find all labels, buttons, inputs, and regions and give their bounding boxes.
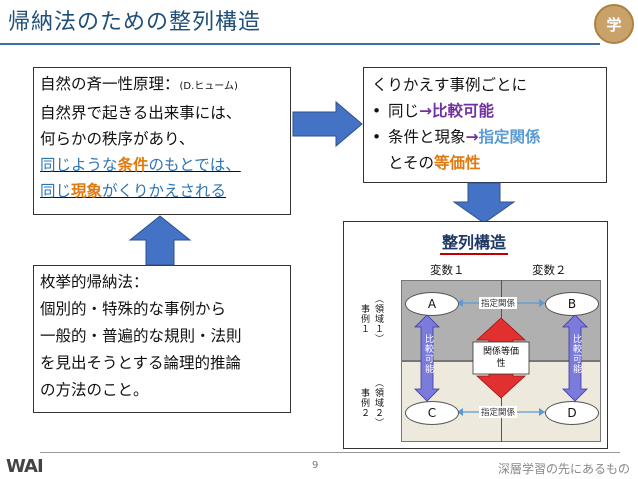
- footer-logo: WAI: [6, 456, 44, 477]
- up-arrow: [128, 215, 192, 266]
- induction-line-4: を見出そうとする論理的推論: [40, 354, 242, 372]
- structure-grid: A B C D 指定関係 指定関係 比較可能 比較可能 関係等価性: [401, 280, 601, 442]
- principle-line-3: 何らかの秩序があり、: [40, 130, 195, 148]
- induction-heading: 枚挙的帰納法：: [40, 273, 149, 291]
- variable-1-label: 変数１: [430, 263, 465, 277]
- enumerative-induction-box: 枚挙的帰納法： 個別的・特殊的な事例から 一般的・普遍的な規則・法則 を見出そう…: [33, 265, 291, 413]
- down-arrow: [452, 182, 516, 224]
- node-b: B: [545, 292, 599, 316]
- title-underline: [0, 43, 600, 45]
- principle-line-4: 同じような条件のもとでは、: [40, 156, 241, 174]
- hume-citation: (D.ヒューム): [179, 81, 238, 92]
- alignment-structure-box: 整列構造 変数１ 変数２ 事例１ （領域１） 事例２ （領域２） A B C D: [343, 221, 608, 449]
- compare-left-label: 比較可能: [423, 334, 433, 374]
- repeat-heading: くりかえす事例ごとに: [372, 76, 528, 94]
- uniformity-principle-box: 自然の斉一性原理：(D.ヒューム) 自然界で起きる出来事には、 何らかの秩序があ…: [33, 67, 291, 215]
- page-title: 帰納法のための整列構造: [8, 10, 262, 35]
- repeat-item-2: 条件と現象→指定関係: [372, 124, 598, 150]
- principle-heading: 自然の斉一性原理：: [40, 75, 180, 93]
- node-a: A: [405, 292, 459, 316]
- variable-2-label: 変数２: [532, 263, 567, 277]
- spec-relation-bottom-label: 指定関係: [479, 406, 518, 418]
- induction-line-5: の方法のこと。: [40, 381, 149, 399]
- node-d: D: [545, 401, 599, 425]
- repeat-item-1: 同じ→比較可能: [372, 98, 598, 124]
- logo: 学: [594, 4, 634, 44]
- region-1-label: （領域１）: [373, 294, 383, 344]
- case-1-label: 事例１: [359, 304, 369, 334]
- right-arrow: [292, 100, 363, 148]
- region-2-label: （領域２）: [373, 378, 383, 428]
- principle-line-5: 同じ現象がくりかえされる: [40, 182, 227, 200]
- compare-right-label: 比較可能: [571, 334, 581, 374]
- structure-title: 整列構造: [440, 233, 509, 255]
- node-c: C: [405, 401, 459, 425]
- repeat-item-2-cont: とその等価性: [388, 154, 481, 172]
- induction-line-2: 個別的・特殊的な事例から: [40, 300, 227, 318]
- equivalence-label: 関係等価性: [482, 347, 519, 369]
- spec-relation-top-label: 指定関係: [479, 297, 518, 309]
- principle-line-2: 自然界で起きる出来事には、: [40, 104, 242, 122]
- case-2-label: 事例２: [359, 388, 369, 418]
- repeating-cases-box: くりかえす事例ごとに 同じ→比較可能 条件と現象→指定関係 とその等価性: [363, 67, 607, 183]
- induction-line-3: 一般的・普遍的な規則・法則: [40, 327, 242, 345]
- page-number: 9: [312, 460, 319, 471]
- footer-title: 深層学習の先にあるもの: [498, 462, 631, 476]
- footer-divider: [40, 452, 620, 453]
